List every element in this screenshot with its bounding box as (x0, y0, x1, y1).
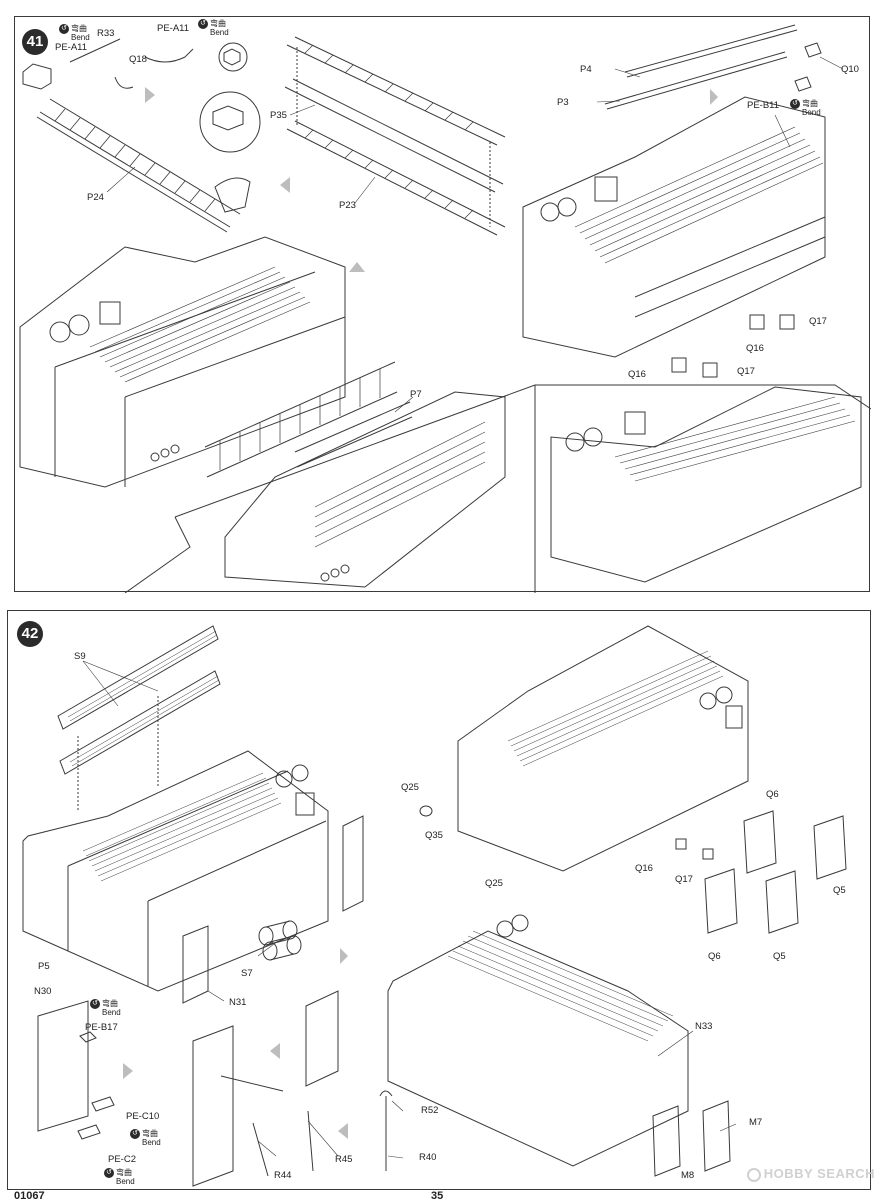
truck-detail-right-lower-drawing (550, 386, 862, 583)
step-number-badge: 41 (22, 29, 48, 55)
bend-icon: ↺ (198, 19, 208, 29)
part-label-q5: Q5 (833, 885, 846, 896)
part-label-q17: Q17 (809, 316, 827, 327)
part-label-q18: Q18 (129, 54, 147, 65)
part-label-p3: P3 (557, 97, 569, 108)
part-label-p5: P5 (38, 961, 50, 972)
assembly-arrow-3 (349, 262, 365, 272)
door-q5-lower-drawing (765, 870, 799, 934)
part-label-q16: Q16 (628, 369, 646, 380)
part-label-n30: N30 (34, 986, 52, 997)
bend-icon: ↺ (790, 99, 800, 109)
part-label-q17: Q17 (675, 874, 693, 885)
part-label-q6: Q6 (708, 951, 721, 962)
watermark: HOBBY SEARCH (746, 1166, 875, 1182)
ladder-p7-drawing (204, 361, 413, 478)
truck-body-left-drawing (19, 236, 346, 488)
part-label-n33: N33 (695, 1021, 713, 1032)
bend-icon: ↺ (90, 999, 100, 1009)
panel-n30-drawing (37, 1000, 89, 1132)
truck-body-top-right-drawing (457, 625, 749, 872)
part-label-q5: Q5 (773, 951, 786, 962)
part-label-n31: N31 (229, 997, 247, 1008)
door-n31-drawing (182, 925, 209, 1004)
door-q6-lower-drawing (704, 868, 738, 934)
part-label-pe-b11: PE-B11 (747, 100, 780, 111)
step-41-illustration (19, 24, 871, 593)
part-label-pe-b17: PE-B17 (85, 1022, 118, 1033)
part-label-q35: Q35 (425, 830, 443, 841)
bend-icon: ↺ (104, 1168, 114, 1178)
catalog-number: 01067 (14, 1190, 45, 1202)
part-label-q6: Q6 (766, 789, 779, 800)
part-label-pe-c2: PE-C2 (108, 1154, 136, 1165)
panel-middle-drawing (192, 1025, 234, 1187)
panel-m8-drawing (652, 1105, 681, 1177)
part-label-s9: S9 (74, 651, 86, 662)
step-number-badge: 42 (17, 621, 43, 647)
part-label-r52: R52 (421, 1105, 439, 1116)
ladders-p35-p23-drawing (284, 36, 506, 236)
bend-icon: ↺ (59, 24, 69, 34)
part-label-q16: Q16 (746, 343, 764, 354)
part-label-r44: R44 (274, 1170, 292, 1181)
part-label-m8: M8 (681, 1170, 695, 1181)
part-label-s7: S7 (241, 968, 253, 979)
page-number: 35 (431, 1190, 444, 1202)
part-label-p35: P35 (270, 110, 287, 121)
assembly-arrow-2 (280, 177, 290, 193)
part-label-q25: Q25 (401, 782, 419, 793)
part-label-pe-c10: PE-C10 (126, 1111, 160, 1122)
grille-s9-drawing (57, 625, 221, 811)
door-q6-upper-drawing (743, 810, 777, 874)
ladder-p24-drawing (36, 98, 251, 233)
truck-body-right-upper-drawing (522, 96, 826, 378)
part-label-r33: R33 (97, 28, 115, 39)
bend-icon: ↺ (130, 1129, 140, 1139)
part-label-pe-a11: PE-A11 (157, 23, 190, 34)
part-label-m7: M7 (749, 1117, 763, 1128)
part-label-q10: Q10 (841, 64, 859, 75)
assembly-arrow-1 (340, 948, 348, 964)
part-label-pe-a11: PE-A11 (55, 42, 88, 53)
part-label-p7: P7 (410, 389, 422, 400)
part-label-q16: Q16 (635, 863, 653, 874)
part-label-p24: P24 (87, 192, 104, 203)
door-q5-upper-drawing (813, 815, 847, 880)
panel-r45-drawing (305, 990, 339, 1087)
part-label-r45: R45 (335, 1154, 353, 1165)
assembly-arrow-4 (338, 1123, 348, 1139)
part-label-q17: Q17 (737, 366, 755, 377)
assembly-arrow-2 (123, 1063, 133, 1079)
assembly-arrow-1 (145, 87, 155, 103)
assembly-arrow-3 (270, 1043, 280, 1059)
step-42-illustration (22, 625, 847, 1187)
panel-m7-drawing (702, 1100, 731, 1172)
part-label-p23: P23 (339, 200, 356, 211)
truck-body-bottom-right-drawing (387, 914, 689, 1167)
part-label-p4: P4 (580, 64, 592, 75)
part-label-q25: Q25 (485, 878, 503, 889)
part-label-r40: R40 (419, 1152, 437, 1163)
cylinders-s7-drawing (258, 920, 302, 961)
assembly-arrow-4 (710, 89, 718, 105)
truck-body-left-drawing (22, 750, 329, 992)
truck-detail-middle-drawing (224, 391, 506, 588)
hobby-search-logo-icon (746, 1168, 761, 1182)
